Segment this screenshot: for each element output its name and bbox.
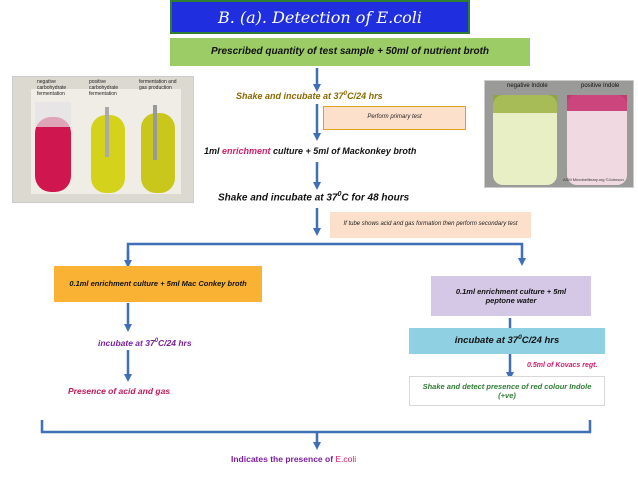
right-incubate-box: incubate at 370C/24 hrs <box>409 328 605 354</box>
left-result-text: Presence of acid and gas <box>68 386 171 396</box>
photo-credit: ASM Microbelibrary.org ©Johnson <box>563 177 624 182</box>
primary-test-text: Perform primary test <box>367 114 422 121</box>
incubate-1-sup: 0 <box>343 90 348 97</box>
title-text: B. (a). Detection of E.coli <box>217 7 423 27</box>
photo-label-gas: fermentation and gas production <box>139 79 177 91</box>
indole-result-box: Shake and detect presence of red colour … <box>409 376 605 406</box>
left-incubate: incubate at 370C/24 hrs <box>98 338 192 348</box>
right-incubate-sup: 0 <box>518 334 522 342</box>
step-sample-box: Prescribed quantity of test sample + 50m… <box>170 38 530 66</box>
step-incubate-2: Shake and incubate at 370C for 48 hours <box>218 191 409 203</box>
incubate-1-pre: Shake and incubate at 37 <box>236 91 344 101</box>
right-incubate-text: incubate at 370C/24 hrs <box>455 334 560 347</box>
photo-label-negative-indole: negative Indole <box>507 83 548 89</box>
incubate-2-pre: Shake and incubate at 37 <box>218 192 338 204</box>
left-photo: negative carbohydrate fermentation posit… <box>12 76 194 203</box>
right-enrichment-text: 0.1ml enrichment culture + 5ml peptone w… <box>455 286 567 305</box>
left-incubate-sup: 0 <box>154 338 158 345</box>
incubate-2-post: C for 48 hours <box>341 192 410 204</box>
right-enrichment-box: 0.1ml enrichment culture + 5ml peptone w… <box>431 276 591 316</box>
merge-line <box>40 420 592 434</box>
left-enrichment-text: 0.1ml enrichment culture + 5ml Mac Conke… <box>69 279 247 289</box>
final-text-a: Indicates the presence of <box>231 454 336 464</box>
right-photo: negative Indole positive Indole ASM Micr… <box>484 80 634 188</box>
enrichment-c: culture + 5ml of Mackonkey broth <box>270 146 417 156</box>
left-incubate-post: C/24 hrs <box>158 338 192 348</box>
photo-label-negative: negative carbohydrate fermentation <box>37 79 67 97</box>
enrichment-b: enrichment <box>222 146 271 156</box>
left-result: Presence of acid and gas <box>68 386 170 396</box>
kovacs-text: 0.5ml of Kovacs regt. <box>527 362 598 369</box>
step-sample-text: Prescribed quantity of test sample + 50m… <box>210 45 490 57</box>
secondary-test-text: If tube shows acid and gas formation the… <box>343 221 518 228</box>
test-tubes-image <box>13 77 193 202</box>
right-incubate-pre: incubate at 37 <box>454 335 519 347</box>
incubate-2-sup: 0 <box>337 191 342 198</box>
enrichment-a: 1ml <box>204 146 223 156</box>
branch-line <box>126 242 526 266</box>
photo-label-positive: positive carbohydrate fermentation <box>89 79 119 97</box>
right-incubate-post: C/24 hrs <box>521 335 560 347</box>
secondary-test-box: If tube shows acid and gas formation the… <box>330 212 531 238</box>
page-title: B. (a). Detection of E.coli <box>170 0 470 34</box>
final-text-b: E.coli <box>335 454 357 464</box>
kovacs-reagent: 0.5ml of Kovacs regt. <box>527 362 597 369</box>
left-incubate-pre: incubate at 37 <box>98 338 155 348</box>
indole-result-text: Shake and detect presence of red colour … <box>422 381 592 400</box>
final-result: Indicates the presence of E.coli <box>231 454 356 464</box>
indole-tubes-image <box>485 81 633 187</box>
step-enrichment: 1ml enrichment culture + 5ml of Mackonke… <box>204 146 416 156</box>
primary-test-box: Perform primary test <box>323 106 466 130</box>
left-enrichment-box: 0.1ml enrichment culture + 5ml Mac Conke… <box>54 266 262 302</box>
photo-label-positive-indole: positive Indole <box>581 83 620 89</box>
step-incubate-1: Shake and incubate at 370C/24 hrs <box>236 90 383 101</box>
incubate-1-post: C/24 hrs <box>347 91 383 101</box>
